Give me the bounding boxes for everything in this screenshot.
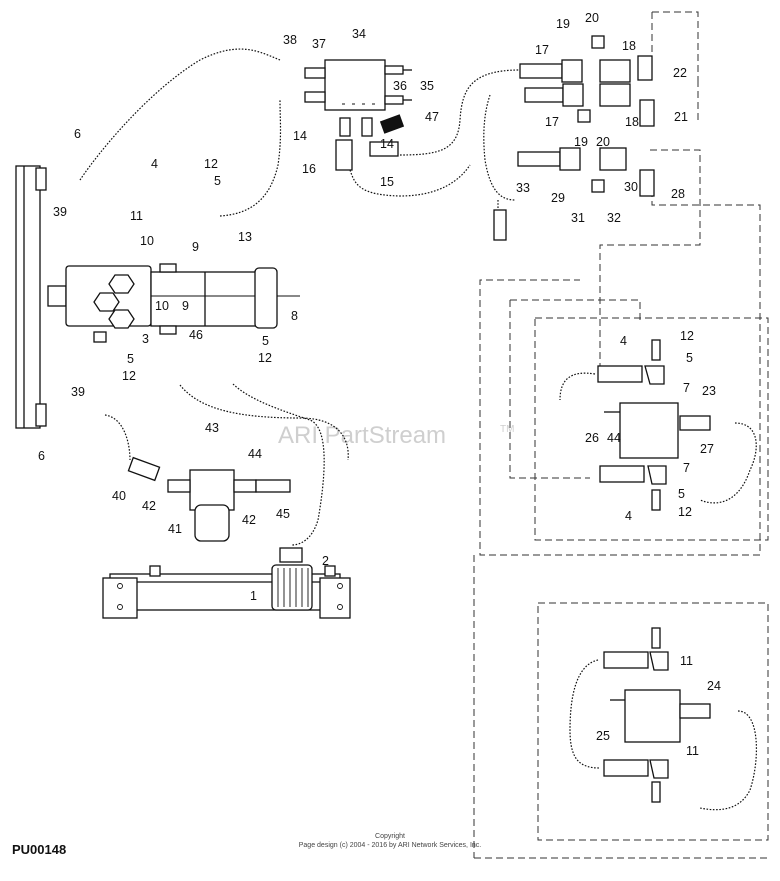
dashed-group-boundaries [473, 11, 769, 859]
callout-c12c: 12 [258, 351, 272, 365]
callout-c38: 38 [283, 33, 297, 47]
callout-c23: 23 [702, 384, 716, 398]
callout-c37: 37 [312, 37, 326, 51]
callout-c44a: 44 [248, 447, 262, 461]
callout-c29: 29 [551, 191, 565, 205]
mounting-frame [15, 165, 47, 429]
callout-c20b: 20 [596, 135, 610, 149]
callout-c5c: 5 [262, 334, 269, 348]
callout-c45: 45 [276, 507, 290, 521]
callout-c18a: 18 [622, 39, 636, 53]
control-valve-27 [597, 339, 711, 511]
callout-c44b: 44 [607, 431, 621, 445]
callout-c7a: 7 [683, 381, 690, 395]
callout-c47: 47 [425, 110, 439, 124]
callout-c10a: 10 [140, 234, 154, 248]
callout-c34: 34 [352, 27, 366, 41]
control-valve-25 [603, 627, 711, 803]
hydraulic-tank [102, 565, 351, 619]
callout-c7b: 7 [683, 461, 690, 475]
callout-c39a: 39 [53, 205, 67, 219]
suction-strainer [271, 547, 313, 611]
callout-c33: 33 [516, 181, 530, 195]
callout-c4b: 4 [620, 334, 627, 348]
hydraulic-pump-motor [47, 263, 300, 343]
watermark-trademark: TM [500, 424, 514, 435]
callout-c14a: 14 [293, 129, 307, 143]
callout-c15: 15 [380, 175, 394, 189]
callout-c40: 40 [112, 489, 126, 503]
callout-c11b: 11 [680, 654, 693, 668]
callout-c24: 24 [707, 679, 721, 693]
callout-c26: 26 [585, 431, 599, 445]
callout-c41: 41 [168, 522, 182, 536]
callout-c18b: 18 [625, 115, 639, 129]
callout-c42b: 42 [242, 513, 256, 527]
part-id-label: PU00148 [12, 842, 67, 857]
callout-c5e: 5 [678, 487, 685, 501]
callout-c31: 31 [571, 211, 585, 225]
hose-lines [79, 48, 757, 811]
hydraulic-filter [127, 456, 291, 542]
callout-c17b: 17 [545, 115, 559, 129]
callout-c46: 46 [189, 328, 203, 342]
callout-c11c: 11 [686, 744, 699, 758]
callout-c12e: 12 [678, 505, 692, 519]
copyright-line-1: Copyright [375, 833, 405, 840]
callout-c12a: 12 [204, 157, 218, 171]
callout-c36: 36 [393, 79, 407, 93]
callout-c5b: 5 [127, 352, 134, 366]
callout-c19a: 19 [556, 17, 570, 31]
callout-c9b: 9 [182, 299, 189, 313]
callout-c6a: 6 [74, 127, 81, 141]
callout-c17a: 17 [535, 43, 549, 57]
callout-c16: 16 [302, 162, 316, 176]
callout-c5a: 5 [214, 174, 221, 188]
callout-c13: 13 [238, 230, 252, 244]
callout-c27: 27 [700, 442, 714, 456]
callout-c28: 28 [671, 187, 685, 201]
callout-c14b: 14 [380, 137, 394, 151]
callout-c21: 21 [674, 110, 688, 124]
watermark-text: ARI PartStream [278, 422, 446, 449]
callout-c11a: 11 [130, 209, 143, 223]
callout-c4c: 4 [625, 509, 632, 523]
callout-c1: 1 [250, 589, 257, 603]
callout-c32: 32 [607, 211, 621, 225]
callout-c12b: 12 [122, 369, 136, 383]
callout-c6b: 6 [38, 449, 45, 463]
quick-coupler-groups [493, 35, 655, 241]
callout-c20a: 20 [585, 11, 599, 25]
callout-c8: 8 [291, 309, 298, 323]
callout-c30: 30 [624, 180, 638, 194]
callout-c9a: 9 [192, 240, 199, 254]
callout-c10b: 10 [155, 299, 169, 313]
callout-c35: 35 [420, 79, 434, 93]
copyright-line-2: Page design (c) 2004 - 2016 by ARI Netwo… [298, 842, 482, 849]
callout-c39b: 39 [71, 385, 85, 399]
copyright-notice: Copyright Page design (c) 2004 - 2016 by… [250, 832, 530, 850]
callout-c5d: 5 [686, 351, 693, 365]
callout-c2: 2 [322, 554, 329, 568]
callout-c12d: 12 [680, 329, 694, 343]
control-valve-block [304, 59, 412, 171]
callout-c19b: 19 [574, 135, 588, 149]
callout-labels: 1234445555566778991010111111121212121213… [38, 11, 721, 758]
callout-c43: 43 [205, 421, 219, 435]
callout-c3: 3 [142, 332, 149, 346]
callout-c4a: 4 [151, 157, 158, 171]
callout-c22: 22 [673, 66, 687, 80]
callout-c25: 25 [596, 729, 610, 743]
callout-c42a: 42 [142, 499, 156, 513]
